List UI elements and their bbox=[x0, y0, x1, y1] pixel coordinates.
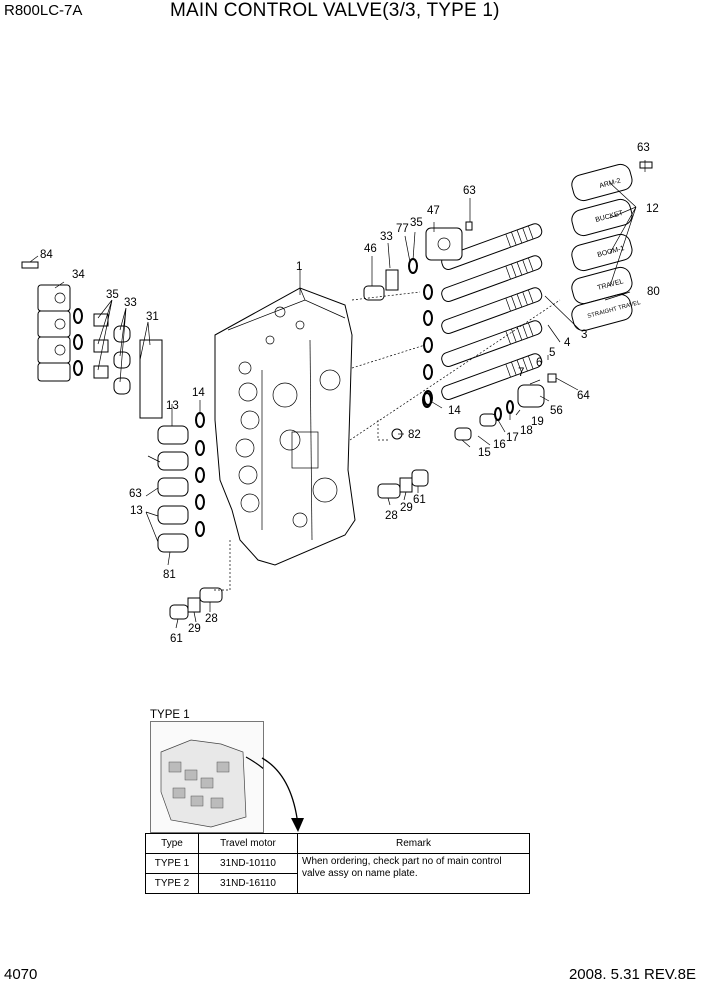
callout-label: 28 bbox=[385, 510, 398, 522]
left-cover-stack bbox=[21, 261, 71, 382]
callout-label: 4 bbox=[564, 337, 571, 349]
callout-label: 84 bbox=[40, 249, 53, 261]
callout-label: 56 bbox=[550, 405, 563, 417]
left-spring-set bbox=[93, 313, 163, 419]
header-travel-motor: Travel motor bbox=[198, 833, 298, 854]
callout-label: 82 bbox=[408, 429, 421, 441]
header-type: Type bbox=[145, 833, 199, 854]
callout-label: 18 bbox=[520, 425, 533, 437]
callout-label: 15 bbox=[478, 447, 491, 459]
motor-cell: 31ND-16110 bbox=[198, 873, 298, 894]
callout-label: 31 bbox=[146, 311, 159, 323]
right-cover-stack bbox=[571, 161, 653, 332]
callout-label: 13 bbox=[130, 505, 143, 517]
callout-label: 35 bbox=[410, 217, 423, 229]
callout-label: 63 bbox=[637, 142, 650, 154]
callout-label: 12 bbox=[646, 203, 659, 215]
callout-label: 61 bbox=[413, 494, 426, 506]
callout-label: 61 bbox=[170, 633, 183, 645]
callout-label: 47 bbox=[427, 205, 440, 217]
bottom-mid-parts bbox=[377, 469, 429, 499]
page-number: 4070 bbox=[4, 966, 38, 983]
plug-spring-top bbox=[363, 269, 399, 301]
o-ring-column-right bbox=[408, 258, 433, 406]
callout-label: 5 bbox=[549, 347, 555, 359]
table-row: TYPE 2 31ND-16110 bbox=[145, 873, 530, 894]
o-ring-column-left bbox=[73, 308, 205, 537]
thumbnail-drawing bbox=[160, 739, 302, 833]
remark-cell: When ordering, check part no of main con… bbox=[297, 853, 530, 894]
left-caps bbox=[157, 425, 189, 553]
callout-labels: 63 63 63 12 80 47 35 77 33 46 1 84 34 35… bbox=[40, 142, 660, 645]
callout-label: 64 bbox=[577, 390, 590, 402]
spool-set bbox=[441, 223, 543, 400]
model-number: R800LC-7A bbox=[4, 2, 83, 19]
callout-label: 13 bbox=[166, 400, 179, 412]
callout-label: 29 bbox=[400, 502, 413, 514]
callout-label: 63 bbox=[129, 488, 142, 500]
callout-label: 81 bbox=[163, 569, 176, 581]
callout-label: 77 bbox=[396, 223, 409, 235]
type-panel-label: TYPE 1 bbox=[150, 709, 190, 721]
callout-label: 7 bbox=[518, 367, 524, 379]
callout-label: 46 bbox=[364, 243, 377, 255]
callout-label: 33 bbox=[124, 297, 137, 309]
callout-label: 63 bbox=[463, 185, 476, 197]
callout-label: 17 bbox=[506, 432, 519, 444]
callout-label: 33 bbox=[380, 231, 393, 243]
callout-label: 19 bbox=[531, 416, 544, 428]
type-cell: TYPE 2 bbox=[145, 873, 199, 894]
callout-label: 34 bbox=[72, 269, 85, 281]
type-cell: TYPE 1 bbox=[145, 853, 199, 874]
table-header-row: Type Travel motor Remark bbox=[145, 833, 530, 854]
right-small-parts bbox=[391, 373, 557, 441]
remark-table: Type Travel motor Remark TYPE 1 31ND-101… bbox=[145, 833, 530, 894]
callout-label: 35 bbox=[106, 289, 119, 301]
type-thumbnail bbox=[150, 721, 302, 833]
callout-label: 3 bbox=[581, 329, 587, 341]
header-remark: Remark bbox=[297, 833, 530, 854]
callout-label: 6 bbox=[536, 357, 542, 369]
revision-date: 2008. 5.31 REV.8E bbox=[568, 966, 696, 983]
callout-label: 14 bbox=[192, 387, 205, 399]
bottom-left-parts bbox=[169, 587, 223, 620]
callout-label: 14 bbox=[448, 405, 461, 417]
top-cover bbox=[425, 221, 473, 261]
callout-label: 16 bbox=[493, 439, 506, 451]
valve-body bbox=[214, 287, 356, 566]
table-row: TYPE 1 31ND-10110 When ordering, check p… bbox=[145, 853, 530, 894]
callout-label: 1 bbox=[296, 261, 302, 273]
callout-label: 28 bbox=[205, 613, 218, 625]
callout-label: 80 bbox=[647, 286, 660, 298]
callout-label: 29 bbox=[188, 623, 201, 635]
page-title: MAIN CONTROL VALVE(3/3, TYPE 1) bbox=[170, 0, 500, 21]
motor-cell: 31ND-10110 bbox=[198, 853, 298, 874]
leader-lines bbox=[29, 160, 646, 629]
